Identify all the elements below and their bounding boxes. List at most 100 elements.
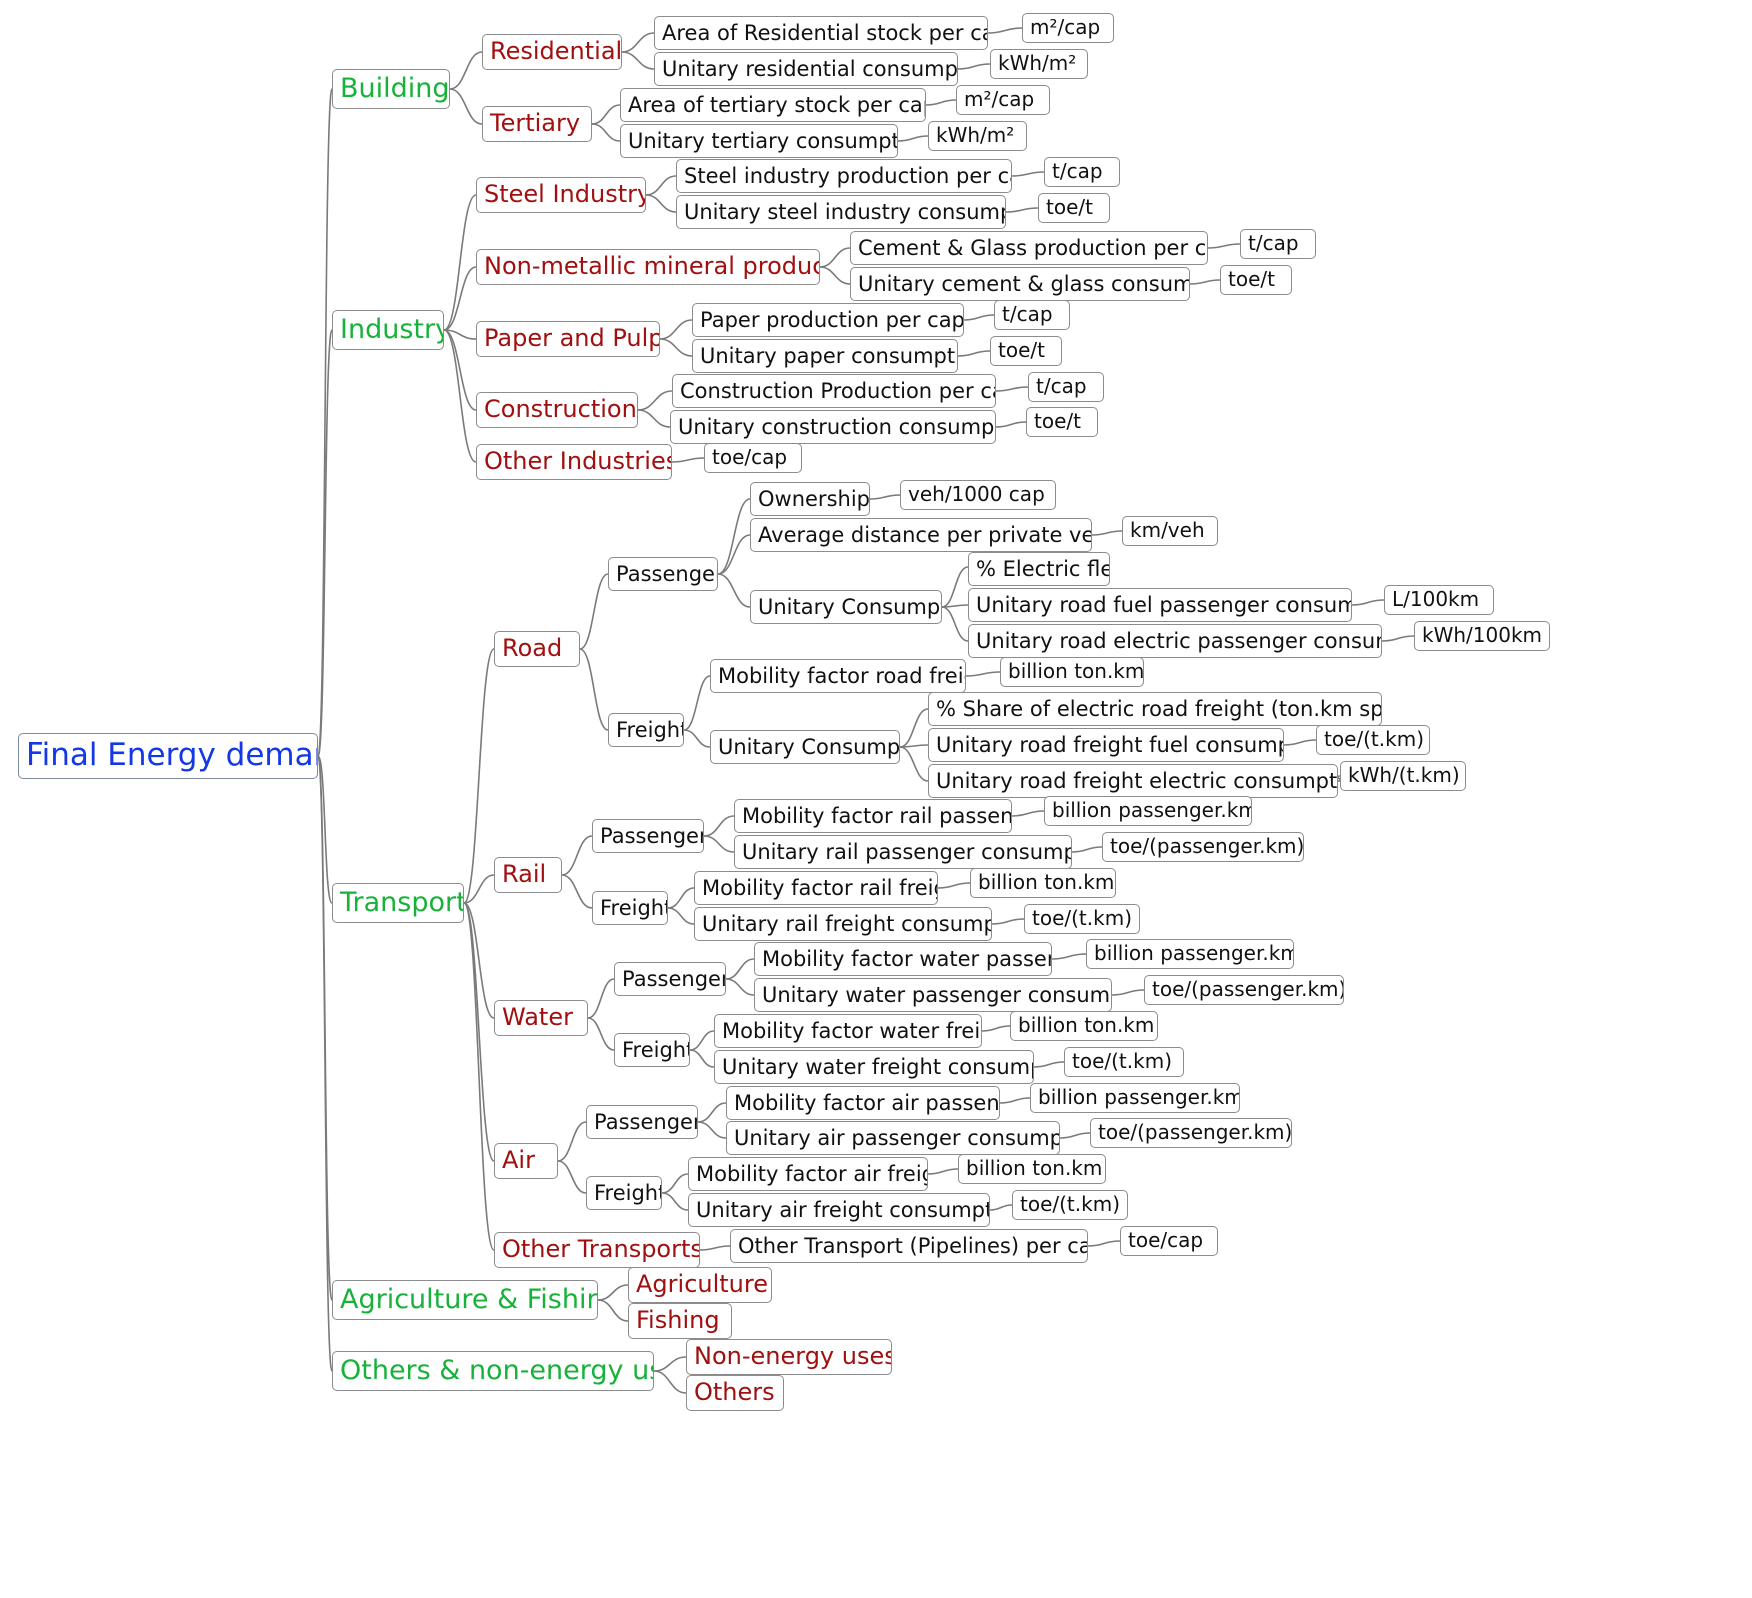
connector-unitary-consumption-to-unitary-road-electric-passenger-consumption [941, 606, 969, 642]
subcategory-node-air: Air [494, 1143, 558, 1179]
connector-unit-area-of-tertiary-stock-per-capita [925, 99, 957, 106]
connector-unit-average-distance-per-private-vehicle [1091, 530, 1123, 536]
indicator-node-cement-glass-production-per-capita: Cement & Glass production per capita [850, 231, 1208, 265]
unit-badge-toe-passenger-km: toe/(passenger.km) [1144, 975, 1344, 1005]
connector-unitary-consumption-to-pct-share-of-electric-road-freight-ton-km-speaking [899, 708, 929, 748]
subcategory-node-residential: Residential [482, 34, 622, 70]
indicator-node-unitary-tertiary-consumption: Unitary tertiary consumption [620, 124, 898, 158]
connector-unit-mobility-factor-air-freight [927, 1168, 959, 1175]
subcategory-node-road: Road [494, 631, 580, 667]
subcategory-node-steel-industry: Steel Industry [476, 177, 646, 213]
subcategory-node-non-energy-uses: Non-energy uses [686, 1339, 892, 1375]
connector-passengers-to-ownership [717, 498, 751, 575]
connector-passengers-to-unitary-water-passenger-consumption [725, 978, 755, 996]
subcategory-node-rail: Rail [494, 857, 562, 893]
connector-passengers-to-unitary-air-passenger-consumption [697, 1121, 727, 1139]
connector-unit-unitary-air-freight-consumption [989, 1204, 1013, 1211]
indicator-node-unitary-water-passenger-consumption: Unitary water passenger consumption [754, 978, 1112, 1012]
unit-badge-toe-t: toe/t [1026, 407, 1098, 437]
indicator-node-pct-share-of-electric-road-freight-ton-km-speaking: % Share of electric road freight (ton.km… [928, 692, 1382, 726]
connector-unit-unitary-steel-industry-consumption [1005, 207, 1039, 213]
connector-rail-to-passengers [561, 835, 593, 876]
unit-badge-kwh-100km: kWh/100km [1414, 621, 1550, 651]
connector-passengers-to-mobility-factor-air-passenger [697, 1102, 727, 1123]
indicator-node-mobility-factor-rail-passenger: Mobility factor rail passenger [734, 799, 1012, 833]
connector-buildings-to-tertiary [449, 88, 483, 125]
category-node-transport: Transport [332, 883, 464, 923]
connector-transport-to-other-transports [463, 902, 495, 1251]
connector-construction-to-unitary-construction-consumption [637, 409, 671, 428]
unit-badge-toe-cap: toe/cap [704, 443, 802, 473]
unit-badge-toe-t: toe/t [1038, 193, 1110, 223]
connector-rail-to-freight [561, 874, 593, 909]
indicator-node-unitary-road-fuel-passenger-consumption: Unitary road fuel passenger consumption [968, 588, 1352, 622]
connector-unit-ownership [869, 494, 901, 500]
subcategory-node-other-transports: Other Transports [494, 1232, 700, 1268]
unit-badge-t-cap: t/cap [1044, 157, 1120, 187]
indicator-node-steel-industry-production-per-capita: Steel industry production per capita [676, 159, 1012, 193]
unit-badge-billion-ton-km: billion ton.km [958, 1154, 1106, 1184]
connector-unit-mobility-factor-air-passenger [999, 1097, 1031, 1104]
connector-unit-mobility-factor-water-freight [981, 1025, 1011, 1032]
connector-non-metallic-mineral-products-to-unitary-cement-glass-consumption [819, 266, 851, 285]
indicator-node-unitary-road-freight-fuel-consumption: Unitary road freight fuel consumption [928, 728, 1284, 762]
group-node-passengers: Passengers [586, 1105, 698, 1139]
connector-air-to-passengers [557, 1121, 587, 1162]
subcategory-node-water: Water [494, 1000, 588, 1036]
connector-unit-unitary-tertiary-consumption [897, 135, 929, 142]
connector-passengers-to-unitary-consumption [717, 573, 751, 608]
connector-residential-to-area-of-residential-stock-per-capita [621, 32, 655, 53]
connector-unit-mobility-factor-rail-passenger [1011, 810, 1045, 817]
connector-water-to-freight [587, 1017, 615, 1051]
unit-badge-kwh-m: kWh/m² [928, 121, 1027, 151]
indicator-node-paper-production-per-capita: Paper production per capita [692, 303, 964, 337]
connector-unit-unitary-water-passenger-consumption [1111, 989, 1145, 996]
indicator-node-unitary-air-freight-consumption: Unitary air freight consumption [688, 1193, 990, 1227]
connector-industry-to-paper-and-pulp [443, 329, 477, 340]
category-node-agriculture-fishing: Agriculture & Fishing [332, 1280, 598, 1320]
unit-badge-toe-passenger-km: toe/(passenger.km) [1102, 832, 1304, 862]
subcategory-node-construction: Construction [476, 392, 638, 428]
connector-paper-and-pulp-to-unitary-paper-consumption [659, 338, 693, 357]
connector-water-to-passengers [587, 978, 615, 1019]
indicator-node-pct-electric-fleet: % Electric fleet [968, 552, 1110, 586]
group-node-freight: Freight [614, 1033, 690, 1067]
connector-passengers-to-unitary-rail-passenger-consumption [703, 835, 735, 853]
unit-badge-billion-passenger-km: billion passenger.km [1030, 1083, 1240, 1113]
connector-freight-to-mobility-factor-water-freight [689, 1030, 715, 1051]
unit-badge-billion-passenger-km: billion passenger.km [1044, 796, 1252, 826]
group-node-unitary-consumption: Unitary Consumption [710, 730, 900, 764]
connector-paper-and-pulp-to-paper-production-per-capita [659, 319, 693, 340]
unit-badge-kwh-m: kWh/m² [990, 49, 1088, 79]
connector-freight-to-mobility-factor-road-freight [683, 675, 711, 731]
unit-badge-m-cap: m²/cap [956, 85, 1050, 115]
connector-unit-unitary-water-freight-consumption [1033, 1061, 1065, 1068]
unit-badge-kwh-t-km: kWh/(t.km) [1340, 761, 1466, 791]
connector-unit-mobility-factor-road-freight [965, 671, 1001, 677]
connector-final-energy-demand-to-industry [317, 329, 333, 757]
subcategory-node-fishing: Fishing [628, 1303, 732, 1339]
indicator-node-unitary-rail-freight-consumption: Unitary rail freight consumption [694, 907, 992, 941]
indicator-node-area-of-tertiary-stock-per-capita: Area of tertiary stock per capita [620, 88, 926, 122]
unit-badge-toe-t-km: toe/(t.km) [1316, 725, 1430, 755]
connector-air-to-freight [557, 1160, 587, 1194]
connector-unit-unitary-road-fuel-passenger-consumption [1351, 599, 1385, 606]
connector-agriculture-fishing-to-agriculture [597, 1284, 629, 1301]
connector-unit-mobility-factor-water-passenger [1051, 953, 1087, 960]
connector-freight-to-mobility-factor-air-freight [661, 1173, 689, 1194]
connector-unit-cement-glass-production-per-capita [1207, 243, 1241, 249]
connector-residential-to-unitary-residential-consumption [621, 51, 655, 70]
connector-unit-unitary-residential-consumption [957, 63, 991, 70]
unit-badge-l-100km: L/100km [1384, 585, 1494, 615]
unit-badge-veh-1000-cap: veh/1000 cap [900, 480, 1056, 510]
connector-unit-other-transport-pipelines-per-capita [1087, 1240, 1121, 1247]
connector-unit-unitary-rail-passenger-consumption [1071, 846, 1103, 853]
unit-badge-t-cap: t/cap [1028, 372, 1104, 402]
indicator-node-unitary-road-electric-passenger-consumption: Unitary road electric passenger consumpt… [968, 624, 1382, 658]
group-node-passengers: Passengers [614, 962, 726, 996]
connector-final-energy-demand-to-others-non-energy-uses [317, 755, 333, 1372]
root-node: Final Energy demand [18, 733, 318, 779]
group-node-unitary-consumption: Unitary Consumption [750, 590, 942, 624]
connector-others-non-energy-uses-to-others [653, 1370, 687, 1394]
